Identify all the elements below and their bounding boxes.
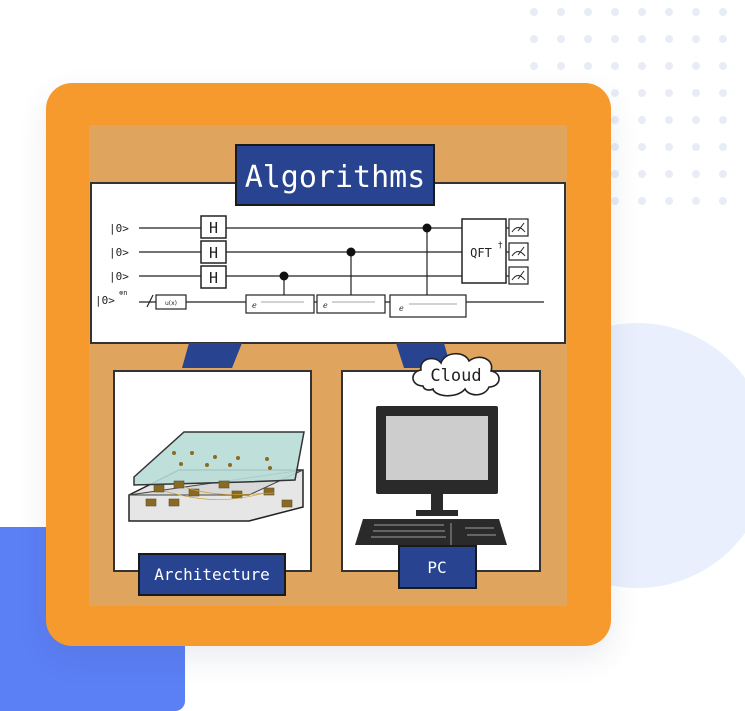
- h-gate-1-label: H: [209, 219, 218, 237]
- dot: [584, 35, 592, 43]
- exp-gate-3: [389, 294, 467, 318]
- dot: [665, 143, 673, 151]
- ancilla-init-gate: [155, 294, 187, 310]
- dot: [530, 62, 538, 70]
- qubit-3-label: |0>: [109, 270, 129, 283]
- dot: [665, 170, 673, 178]
- dot: [665, 35, 673, 43]
- bundle-slash: [146, 294, 154, 308]
- dot: [692, 116, 700, 124]
- dot: [638, 35, 646, 43]
- h-gate-3-label: H: [209, 269, 218, 287]
- control-dot-2: [346, 247, 356, 257]
- h-gate-3: [200, 265, 227, 289]
- dot: [719, 8, 727, 16]
- dot: [638, 116, 646, 124]
- quantum-computing-figure: Algorithms |0> |0> |0> |0> ⊗n H H H: [89, 125, 567, 606]
- qubit-1-label: |0>: [109, 222, 129, 235]
- dot: [719, 35, 727, 43]
- chip-device-icon: [128, 431, 305, 522]
- qft-gate: [461, 218, 507, 284]
- dot: [692, 35, 700, 43]
- h-gate-2: [200, 240, 227, 264]
- algorithms-banner: [235, 144, 435, 206]
- measurement-meters: [508, 218, 529, 285]
- hadamard-gates: H H H: [200, 215, 227, 289]
- dot: [611, 197, 619, 205]
- dot: [611, 89, 619, 97]
- qubit-2-label: |0>: [109, 246, 129, 259]
- dot: [665, 62, 673, 70]
- dot: [611, 62, 619, 70]
- illustration-card: Algorithms |0> |0> |0> |0> ⊗n H H H: [46, 83, 611, 646]
- dot: [530, 35, 538, 43]
- dot: [557, 8, 565, 16]
- dot: [692, 170, 700, 178]
- dot: [692, 197, 700, 205]
- qft-gate-label: QFT: [470, 246, 492, 260]
- dot: [665, 8, 673, 16]
- dot: [638, 62, 646, 70]
- cloud-icon: [412, 352, 500, 397]
- dot: [665, 116, 673, 124]
- dot: [530, 8, 538, 16]
- dot: [638, 89, 646, 97]
- exp-gate-1: [245, 294, 315, 314]
- dot: [665, 89, 673, 97]
- dot: [611, 170, 619, 178]
- dot: [638, 197, 646, 205]
- dot: [719, 170, 727, 178]
- dot: [692, 89, 700, 97]
- exp-gate-2: [316, 294, 386, 314]
- control-dot-1: [279, 271, 289, 281]
- desktop-computer-icon: [355, 406, 507, 545]
- dot: [611, 8, 619, 16]
- dot: [719, 62, 727, 70]
- dot: [692, 8, 700, 16]
- architecture-label: Architecture: [154, 565, 270, 584]
- dot: [638, 143, 646, 151]
- dot: [584, 8, 592, 16]
- algorithms-title: Algorithms: [245, 160, 426, 195]
- h-gate-1: [200, 215, 227, 239]
- dot: [665, 197, 673, 205]
- control-dot-3: [422, 223, 432, 233]
- pc-label: PC: [427, 558, 446, 577]
- dot: [557, 35, 565, 43]
- cloud-label: Cloud: [430, 366, 481, 386]
- exp-gate-3-label: e: [399, 304, 404, 313]
- architecture-banner: [138, 553, 286, 596]
- dot: [611, 116, 619, 124]
- dot: [692, 62, 700, 70]
- dot: [719, 197, 727, 205]
- dot: [584, 62, 592, 70]
- dot: [557, 62, 565, 70]
- dot: [719, 116, 727, 124]
- ancilla-label: |0>: [95, 294, 115, 307]
- exp-gate-2-label: e: [323, 301, 328, 310]
- h-gate-2-label: H: [209, 244, 218, 262]
- ancilla-init-gate-label: u(x): [165, 300, 177, 307]
- pc-banner: [398, 545, 477, 589]
- qft-dagger: †: [498, 241, 503, 251]
- dot: [719, 143, 727, 151]
- dot: [692, 143, 700, 151]
- dot: [638, 170, 646, 178]
- connector-left: [182, 343, 242, 368]
- dot: [638, 8, 646, 16]
- exp-gate-1-label: e: [252, 301, 257, 310]
- dot: [719, 89, 727, 97]
- dot: [611, 35, 619, 43]
- dot: [611, 143, 619, 151]
- ancilla-power: ⊗n: [119, 289, 127, 297]
